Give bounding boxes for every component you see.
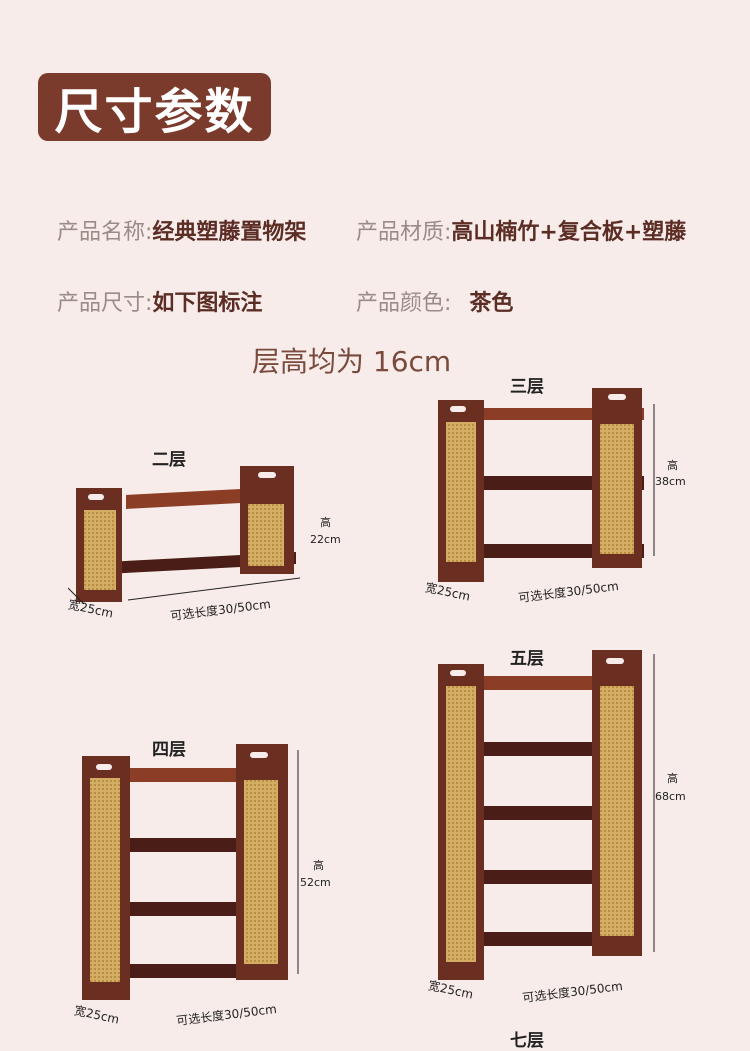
spec-material-value: 高山楠竹+复合板+塑藤 [451, 220, 687, 245]
shelf-two-illustration [68, 466, 301, 605]
shelf-four-width: 宽25cm [72, 1003, 121, 1027]
shelf-five-illustration [438, 650, 655, 980]
spec-color-value: 茶色 [469, 291, 514, 316]
spec-name-value: 经典塑藤置物架 [152, 220, 307, 245]
spec-size: 产品尺寸:如下图标注 [57, 285, 262, 317]
shelf-four-label: 四层 [152, 740, 186, 760]
shelf-two-height-char: 高 [320, 516, 331, 529]
shelf-three-height-char: 高 [667, 459, 678, 472]
spec-color-key: 产品颜色: [356, 291, 452, 316]
spec-color: 产品颜色: 茶色 [356, 285, 513, 317]
spec-size-key: 产品尺寸: [57, 291, 153, 316]
layer-height-note: 层高均为 16cm [252, 345, 452, 378]
shelf-three-illustration [438, 388, 655, 582]
shelf-four-illustration [82, 744, 299, 1000]
shelf-four-height-char: 高 [313, 859, 324, 872]
spec-material-key: 产品材质: [356, 220, 452, 245]
shelf-three-label: 三层 [510, 377, 544, 397]
spec-name: 产品名称:经典塑藤置物架 [57, 214, 306, 246]
shelf-five-height: 68cm [655, 790, 686, 803]
shelf-five-label: 五层 [510, 649, 544, 669]
shelf-two-height: 22cm [310, 533, 341, 546]
shelf-seven-label-partial: 七层 [510, 1031, 544, 1051]
shelf-five-height-char: 高 [667, 772, 678, 785]
shelf-four-height: 52cm [300, 876, 331, 889]
spec-size-value: 如下图标注 [152, 291, 263, 316]
shelf-two-label: 二层 [152, 450, 186, 470]
page-title: 尺寸参数 [38, 73, 271, 141]
spec-material: 产品材质:高山楠竹+复合板+塑藤 [356, 214, 686, 246]
shelf-four-length: 可选长度30/50cm [175, 1001, 278, 1029]
shelf-three-height: 38cm [655, 475, 686, 488]
spec-name-key: 产品名称: [57, 220, 153, 245]
